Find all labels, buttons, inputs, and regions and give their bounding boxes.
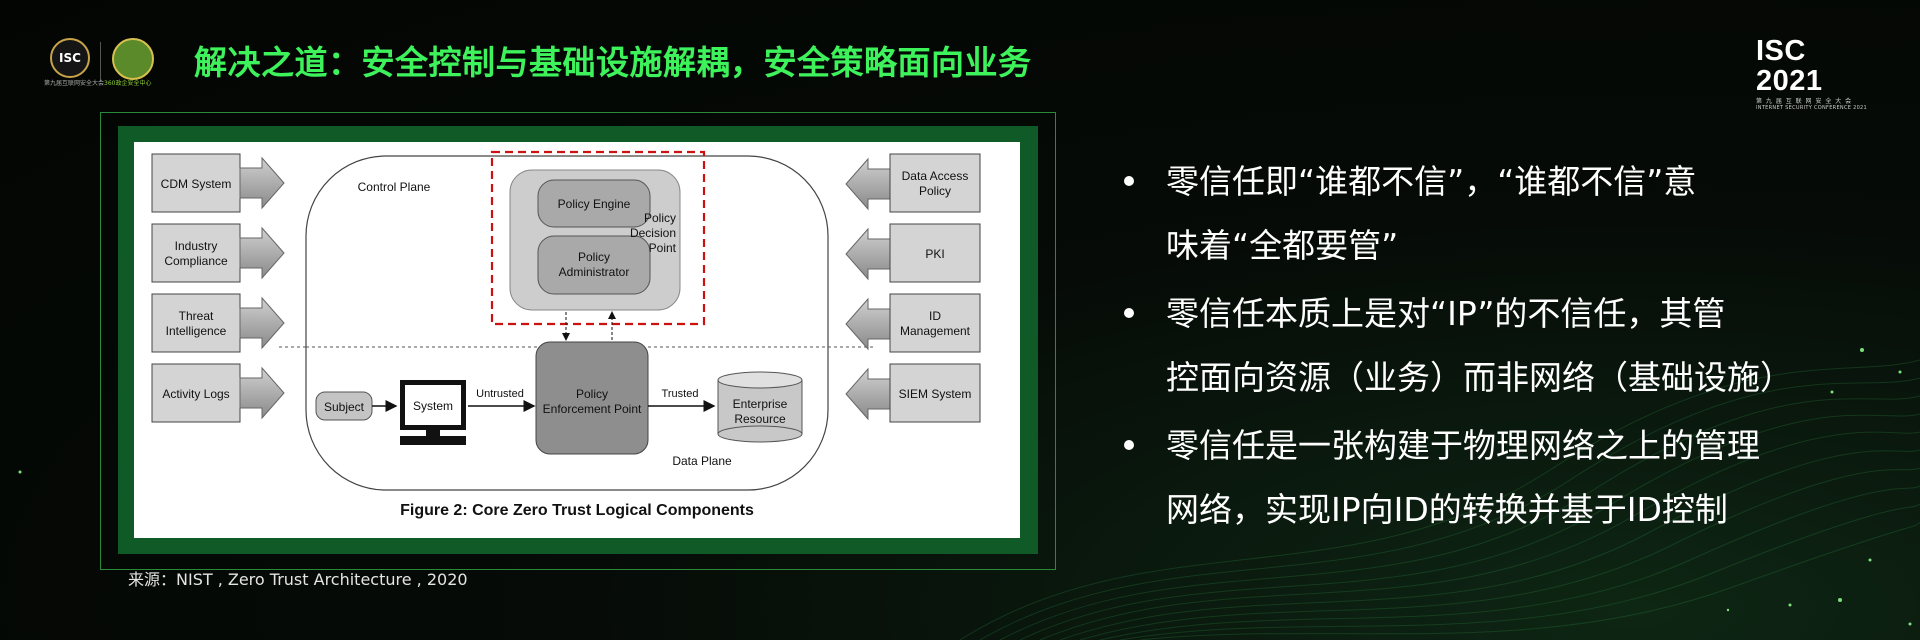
pep-label-1: Policy — [576, 387, 608, 401]
right-input-data-access-label-2: Policy — [919, 184, 951, 198]
left-input-industry — [151, 223, 285, 283]
right-input-data-access-label-1: Data Access — [902, 169, 969, 183]
pep-label-2: Enforcement Point — [543, 402, 642, 416]
logo-divider — [100, 42, 101, 82]
bullet-line: 网络，实现IP向ID的转换并基于ID控制 — [1166, 490, 1728, 529]
emblem-icon — [112, 38, 154, 80]
zero-trust-figure: Control Plane Data Plane Policy Engine P… — [134, 142, 1020, 538]
left-input-industry-label-1: Industry — [175, 239, 218, 253]
bullet-line: 零信任即“谁都不信”，“谁都不信”意 — [1166, 162, 1697, 201]
subject-label: Subject — [324, 400, 365, 414]
source-note: 来源：NIST , Zero Trust Architecture , 2020 — [128, 570, 468, 589]
pdp-highlight-box — [490, 150, 706, 326]
trusted-label: Trusted — [662, 388, 699, 400]
right-input-pki-label: PKI — [925, 247, 944, 261]
pdp-label-2: Decision — [630, 226, 676, 240]
right-input-id-mgmt-label-1: ID — [929, 309, 941, 323]
brand-subtitle-cn: 第 九 届 互 联 网 安 全 大 会 — [1756, 98, 1853, 105]
conference-logo-right: ISC 2021 第 九 届 互 联 网 安 全 大 会 INTERNET SE… — [1756, 36, 1868, 111]
page-title: 解决之道：安全控制与基础设施解耦，安全策略面向业务 — [194, 43, 1032, 82]
left-input-threat-label-2: Intelligence — [166, 324, 227, 338]
policy-admin-box — [537, 235, 651, 295]
bullet-item: 零信任是一张构建于物理网络之上的管理 网络，实现IP向ID的转换并基于ID控制 — [1120, 414, 1880, 542]
bullet-line: 零信任本质上是对“IP”的不信任，其管 — [1166, 294, 1726, 333]
figure-outer-frame — [100, 112, 1056, 570]
control-plane-label: Control Plane — [358, 180, 431, 194]
right-input-data-access — [845, 153, 981, 213]
bullet-dot-icon — [1124, 176, 1134, 186]
policy-engine-box — [537, 179, 651, 228]
brand-subtitle-en: INTERNET SECURITY CONFERENCE 2021 — [1756, 105, 1868, 111]
bullet-line: 控面向资源（业务）而非网络（基础设施） — [1166, 358, 1793, 397]
right-input-siem — [845, 363, 981, 423]
enterprise-resource-cylinder — [717, 371, 803, 443]
bullet-item: 零信任本质上是对“IP”的不信任，其管 控面向资源（业务）而非网络（基础设施） — [1120, 282, 1880, 410]
resource-label-2: Resource — [734, 412, 786, 426]
policy-admin-label-2: Administrator — [559, 265, 630, 279]
bullet-line: 味着“全都要管” — [1166, 226, 1399, 265]
left-input-cdm-label: CDM System — [161, 177, 232, 191]
left-input-threat — [151, 293, 285, 353]
left-input-activity-label: Activity Logs — [162, 387, 229, 401]
data-plane-label: Data Plane — [672, 454, 732, 468]
bullet-dot-icon — [1124, 440, 1134, 450]
logo-caption-left: 第九届互联网安全大会 — [44, 80, 105, 87]
right-input-siem-label: SIEM System — [899, 387, 972, 401]
bullet-line: 零信任是一张构建于物理网络之上的管理 — [1166, 426, 1760, 465]
system-computer-icon — [400, 380, 466, 445]
left-input-industry-label-2: Compliance — [164, 254, 228, 268]
zero-trust-diagram: Control Plane Data Plane Policy Engine P… — [151, 150, 981, 519]
right-input-id-mgmt — [845, 293, 981, 353]
brand-text: ISC 2021 — [1756, 35, 1823, 97]
untrusted-label: Untrusted — [476, 388, 524, 400]
logo-caption-right: 360政企安全中心 — [104, 80, 152, 87]
bullet-item: 零信任即“谁都不信”，“谁都不信”意 味着“全都要管” — [1120, 150, 1880, 278]
bullet-dot-icon — [1124, 308, 1134, 318]
right-input-id-mgmt-label-2: Management — [900, 324, 971, 338]
isc-logo-icon: ISC — [50, 38, 90, 78]
resource-label-1: Enterprise — [733, 397, 788, 411]
policy-admin-label-1: Policy — [578, 250, 610, 264]
pdp-label-1: Policy — [644, 211, 676, 225]
bullet-list: 零信任即“谁都不信”，“谁都不信”意 味着“全都要管” 零信任本质上是对“IP”… — [1120, 150, 1880, 546]
policy-engine-label: Policy Engine — [558, 197, 631, 211]
conference-logo-left: ISC 第九届互联网安全大会 360政企安全中心 — [44, 38, 164, 88]
pep-box — [535, 341, 649, 455]
pdp-label-3: Point — [649, 241, 677, 255]
figure-caption: Figure 2: Core Zero Trust Logical Compon… — [400, 502, 754, 519]
left-input-threat-label-1: Threat — [179, 309, 214, 323]
right-input-pki — [845, 223, 981, 283]
left-input-activity — [151, 363, 285, 423]
left-input-cdm — [151, 153, 285, 213]
system-label: System — [413, 399, 453, 413]
